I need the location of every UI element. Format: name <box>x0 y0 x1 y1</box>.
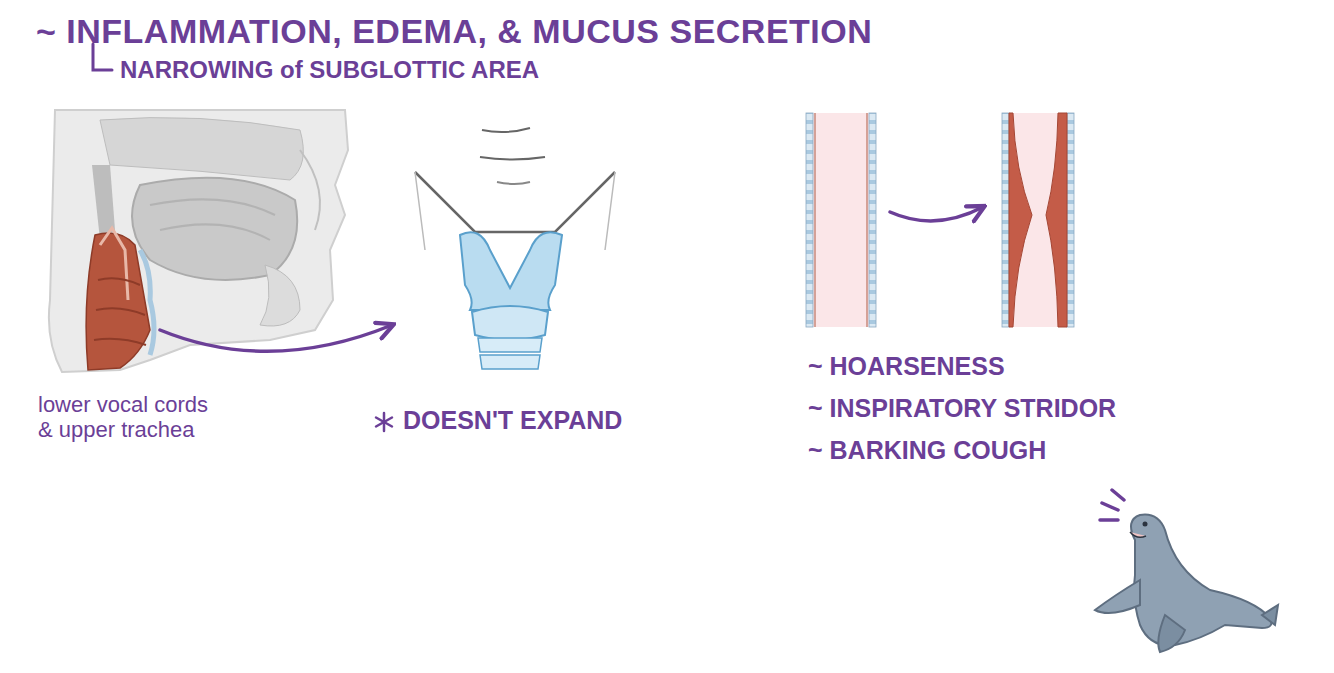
note: DOESN'T EXPAND <box>403 406 622 435</box>
pointer-arrow <box>160 325 392 351</box>
symptom: ~ HOARSENESS <box>808 352 1005 381</box>
narrowed-airway <box>1002 113 1074 327</box>
larynx-front-view <box>415 128 615 369</box>
symptom: ~ BARKING COUGH <box>808 436 1046 465</box>
seal-icon <box>1095 490 1278 652</box>
symptom: ~ INSPIRATORY STRIDOR <box>808 394 1116 423</box>
head-sagittal-section <box>49 110 348 372</box>
asterisk-symbol <box>376 413 392 431</box>
normal-airway <box>806 113 876 327</box>
change-arrow <box>890 207 983 221</box>
subtitle: NARROWING of SUBGLOTTIC AREA <box>120 56 539 84</box>
part-label: lower vocal cords & upper trachea <box>38 392 218 443</box>
title: ~ INFLAMMATION, EDEMA, & MUCUS SECRETION <box>36 12 872 51</box>
